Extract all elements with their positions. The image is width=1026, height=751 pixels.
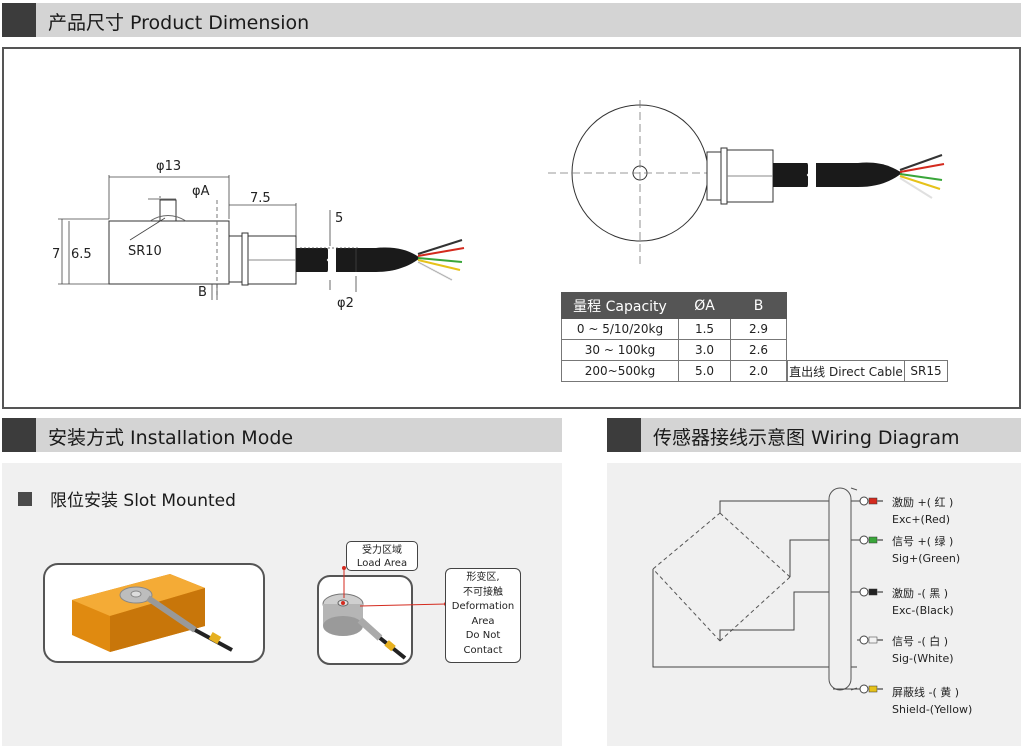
side-view (108, 199, 297, 298)
bullet-icon (18, 491, 32, 506)
terminal-exc-plus (857, 496, 883, 506)
cell: 30 ~ 100kg (561, 339, 679, 361)
label-6-5: 6.5 (71, 247, 92, 262)
load-button (159, 199, 177, 222)
section-header-wiring: 传感器接线示意图 Wiring Diagram (607, 418, 1021, 452)
cell: 3.0 (678, 339, 731, 361)
table-row: 0 ~ 5/10/20kg 1.5 2.9 (561, 318, 787, 340)
header-block (2, 418, 36, 452)
deformation-callout: 形变区, 不可接触 Deformation Area Do Not Contac… (445, 568, 521, 663)
bridge-wires (652, 500, 857, 668)
label-sr10: SR10 (128, 244, 162, 259)
dimension-drawing: φ13 φA 7.5 5 7 6.5 SR10 B φ2 (52, 100, 945, 311)
deform-line: Contact (463, 644, 503, 656)
deform-line: 不可接触 (463, 586, 503, 598)
terminal-sig-plus (857, 535, 883, 545)
wire-label-en: Shield-(Yellow) (892, 703, 972, 716)
cell: 2.0 (730, 360, 787, 382)
wire-label-cn: 激励 +( 红 ) (892, 495, 953, 509)
sensor-body (108, 220, 230, 285)
slot-mounted-label: 限位安装 Slot Mounted (50, 491, 236, 511)
bridge-diamond (652, 512, 791, 642)
label-7-5: 7.5 (250, 191, 271, 206)
section-title: 产品尺寸 Product Dimension (48, 12, 310, 34)
header-block (2, 3, 36, 37)
dimension-panel (2, 47, 1021, 409)
wire-label-cn: 激励 -( 黑 ) (892, 586, 948, 600)
deform-line: Area (471, 615, 495, 627)
deform-line: 形变区, (466, 572, 500, 583)
terminals (857, 496, 883, 694)
col-capacity: 量程 Capacity (561, 292, 679, 319)
label-7: 7 (52, 247, 60, 262)
terminal-exc-minus (857, 587, 883, 597)
cable-nut (228, 235, 243, 283)
label-phi2: φ2 (337, 296, 354, 311)
section-header-dimension: 产品尺寸 Product Dimension (2, 3, 1021, 37)
deform-line: Do Not (465, 630, 501, 641)
cell: 0 ~ 5/10/20kg (561, 318, 679, 340)
col-phiA: ØA (678, 292, 731, 319)
table-row: 200~500kg 5.0 2.0 (561, 360, 787, 382)
terminal-sig-minus (857, 635, 883, 645)
label-b: B (198, 285, 207, 300)
sr-note: SR15 (904, 360, 948, 382)
wiring-panel (607, 463, 1021, 746)
load-area-en: Load Area (356, 558, 408, 569)
cable-note: 直出线 Direct Cable (787, 360, 905, 382)
connector-bus (828, 487, 852, 691)
deform-line: Deformation (451, 601, 515, 612)
wire-labels: 激励 +( 红 ) Exc+(Red) 信号 +( 绿 ) Sig+(Green… (892, 495, 972, 716)
installation-figures (43, 563, 448, 665)
load-area-callout: 受力区域 Load Area (346, 541, 418, 571)
wire-label-cn: 信号 +( 绿 ) (892, 534, 953, 548)
section-title: 传感器接线示意图 Wiring Diagram (653, 427, 960, 449)
cell: 2.6 (730, 339, 787, 361)
cell: 5.0 (678, 360, 731, 382)
dim-lines (58, 175, 360, 300)
load-area-cn: 受力区域 (362, 545, 402, 556)
cell: 200~500kg (561, 360, 679, 382)
terminal-shield (857, 684, 883, 694)
side-cable (296, 239, 465, 281)
slot-mounted-item: 限位安装 Slot Mounted (18, 486, 236, 511)
label-phi13: φ13 (156, 159, 181, 174)
top-view (548, 100, 945, 265)
capacity-table: 量程 Capacity ØA B 0 ~ 5/10/20kg 1.5 2.9 3… (561, 292, 787, 382)
label-phiA: φA (192, 184, 210, 199)
section-title: 安装方式 Installation Mode (48, 427, 294, 449)
cell: 1.5 (678, 318, 731, 340)
wire-label-en: Sig-(White) (892, 652, 954, 665)
wire-label-en: Sig+(Green) (892, 552, 960, 565)
label-5: 5 (335, 211, 343, 226)
wiring-diagram: 激励 +( 红 ) Exc+(Red) 信号 +( 绿 ) Sig+(Green… (652, 487, 972, 716)
cell: 2.9 (730, 318, 787, 340)
wire-label-cn: 屏蔽线 -( 黄 ) (892, 685, 959, 699)
col-b: B (730, 292, 787, 319)
wire-label-en: Exc-(Black) (892, 604, 954, 617)
wire-label-en: Exc+(Red) (892, 513, 950, 526)
header-block (607, 418, 641, 452)
section-header-installation: 安装方式 Installation Mode (2, 418, 562, 452)
table-row: 30 ~ 100kg 3.0 2.6 (561, 339, 787, 361)
dim-labels: φ13 φA 7.5 5 7 6.5 SR10 B φ2 (52, 159, 354, 311)
wire-label-cn: 信号 -( 白 ) (892, 634, 948, 648)
